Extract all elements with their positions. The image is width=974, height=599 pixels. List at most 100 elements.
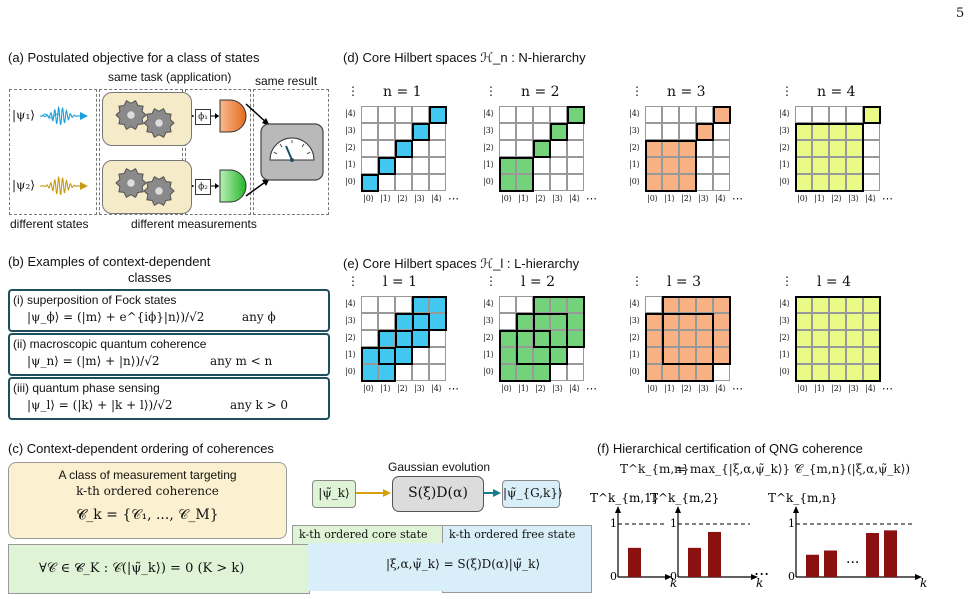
grid-cell bbox=[645, 296, 662, 313]
row-ket: |3⟩ bbox=[779, 316, 790, 325]
col-ket: |2⟩ bbox=[535, 194, 546, 203]
grid-cell bbox=[378, 174, 395, 191]
block-outline bbox=[499, 330, 551, 382]
row-ket: |0⟩ bbox=[629, 177, 640, 186]
block-outline bbox=[378, 157, 396, 175]
example-1-condition: any ϕ bbox=[242, 310, 276, 324]
col-ket: |2⟩ bbox=[397, 194, 408, 203]
grid-cell bbox=[567, 123, 584, 140]
col-ket: |3⟩ bbox=[414, 384, 425, 393]
col-ket: |1⟩ bbox=[814, 384, 825, 393]
block-outline bbox=[662, 296, 731, 365]
block-outline bbox=[567, 106, 585, 124]
grid-cell bbox=[395, 106, 412, 123]
row-ket: |1⟩ bbox=[345, 160, 356, 169]
row-ket: |0⟩ bbox=[779, 177, 790, 186]
row-ket: |3⟩ bbox=[345, 316, 356, 325]
free-formula: |ξ,α,ψ̃_k⟩ = S(ξ)D(α)|ψ̃_k⟩ bbox=[386, 557, 541, 571]
col-ket: |0⟩ bbox=[647, 384, 658, 393]
vdots: ⋮ bbox=[485, 84, 497, 98]
grid-cell bbox=[550, 106, 567, 123]
hierarchy-label: l = 1 bbox=[383, 274, 418, 290]
grid-cell bbox=[429, 330, 446, 347]
between-charts-ellipsis: ... bbox=[754, 560, 769, 579]
col-ket: |2⟩ bbox=[831, 194, 842, 203]
row-ket: |3⟩ bbox=[483, 316, 494, 325]
grid-cell bbox=[499, 313, 516, 330]
col-ket: |3⟩ bbox=[552, 384, 563, 393]
hierarchy-label: l = 3 bbox=[667, 274, 702, 290]
col-ket: |4⟩ bbox=[865, 194, 876, 203]
row-ket: |2⟩ bbox=[779, 333, 790, 342]
grid-cell bbox=[812, 157, 829, 174]
block-outline bbox=[533, 296, 585, 348]
block-outline bbox=[361, 174, 379, 192]
block-outline bbox=[795, 296, 881, 382]
block-outline bbox=[429, 106, 447, 124]
col-ket: |0⟩ bbox=[797, 384, 808, 393]
vdots: ⋮ bbox=[631, 84, 643, 98]
hierarchy-label: n = 1 bbox=[383, 84, 422, 100]
core-state-tab: k-th ordered core state bbox=[292, 525, 444, 545]
grid-cell bbox=[516, 140, 533, 157]
grid-cell bbox=[829, 157, 846, 174]
grid-cell bbox=[713, 140, 730, 157]
grid-cell bbox=[378, 106, 395, 123]
row-ket: |0⟩ bbox=[483, 367, 494, 376]
block-outline bbox=[533, 140, 551, 158]
grid-cell bbox=[499, 296, 516, 313]
grid-cell bbox=[662, 157, 679, 174]
vdots: ⋮ bbox=[781, 274, 793, 288]
page-number: 5 bbox=[956, 6, 965, 21]
bar bbox=[708, 531, 721, 577]
grid-cell bbox=[679, 330, 696, 347]
core-ket-box: |ψ̃_k⟩ bbox=[312, 480, 356, 508]
grid-cell bbox=[829, 330, 846, 347]
core-state-box: ∀𝒞 ∈ 𝓒_K : 𝒞(|ψ̃_k⟩) = 0 (K > k) bbox=[8, 544, 310, 594]
col-ellipsis: ⋯ bbox=[732, 192, 743, 205]
grid-cell bbox=[567, 157, 584, 174]
grid-cell bbox=[412, 140, 429, 157]
example-1-formula: |ψ_ϕ⟩ = (|m⟩ + e^{iϕ}|n⟩)/√2 bbox=[27, 310, 205, 324]
grid-cell bbox=[429, 174, 446, 191]
example-2-head: (ii) macroscopic quantum coherence bbox=[13, 337, 207, 351]
col-ket: |4⟩ bbox=[715, 384, 726, 393]
row-ket: |3⟩ bbox=[483, 126, 494, 135]
block-outline bbox=[696, 123, 714, 141]
row-ket: |0⟩ bbox=[629, 367, 640, 376]
row-ket: |3⟩ bbox=[629, 126, 640, 135]
row-ket: |2⟩ bbox=[483, 143, 494, 152]
row-ket: |1⟩ bbox=[483, 160, 494, 169]
certification-rhs: = max_{|ξ,α,ψ̃_k⟩} 𝒞_{m,n}(|ξ,α,ψ̃_k⟩) bbox=[676, 462, 911, 476]
core-ket: |ψ̃_k⟩ bbox=[318, 486, 350, 500]
vdots: ⋮ bbox=[485, 274, 497, 288]
grid-cell bbox=[412, 174, 429, 191]
states-frame bbox=[9, 89, 97, 215]
axis-k: k bbox=[920, 576, 927, 590]
grid-cell bbox=[361, 123, 378, 140]
x-axis-arrow bbox=[915, 574, 922, 580]
same-task-label: same task (application) bbox=[108, 70, 232, 84]
example-2-formula: |ψ_n⟩ = (|m⟩ + |n⟩)/√2 bbox=[27, 354, 160, 368]
col-ellipsis: ⋯ bbox=[882, 382, 893, 395]
grid-cell bbox=[378, 313, 395, 330]
hierarchy-label: l = 2 bbox=[521, 274, 556, 290]
grid-cell bbox=[533, 123, 550, 140]
grid-cell bbox=[499, 140, 516, 157]
col-ket: |3⟩ bbox=[698, 194, 709, 203]
block-outline bbox=[412, 123, 430, 141]
grid-cell bbox=[645, 106, 662, 123]
example-box-2: (ii) macroscopic quantum coherence |ψ_n⟩… bbox=[8, 333, 330, 376]
phase-box-phi2: ϕ₂ bbox=[195, 179, 211, 195]
grid-cell bbox=[812, 106, 829, 123]
grid-cell bbox=[429, 157, 446, 174]
grid-cell bbox=[429, 123, 446, 140]
y-axis-arrow bbox=[675, 506, 681, 513]
grid-cell bbox=[662, 106, 679, 123]
row-ket: |4⟩ bbox=[779, 109, 790, 118]
block-outline bbox=[795, 123, 864, 192]
grid-cell bbox=[645, 123, 662, 140]
grid-cell bbox=[567, 364, 584, 381]
block-outline bbox=[550, 123, 568, 141]
grid-cell bbox=[829, 106, 846, 123]
